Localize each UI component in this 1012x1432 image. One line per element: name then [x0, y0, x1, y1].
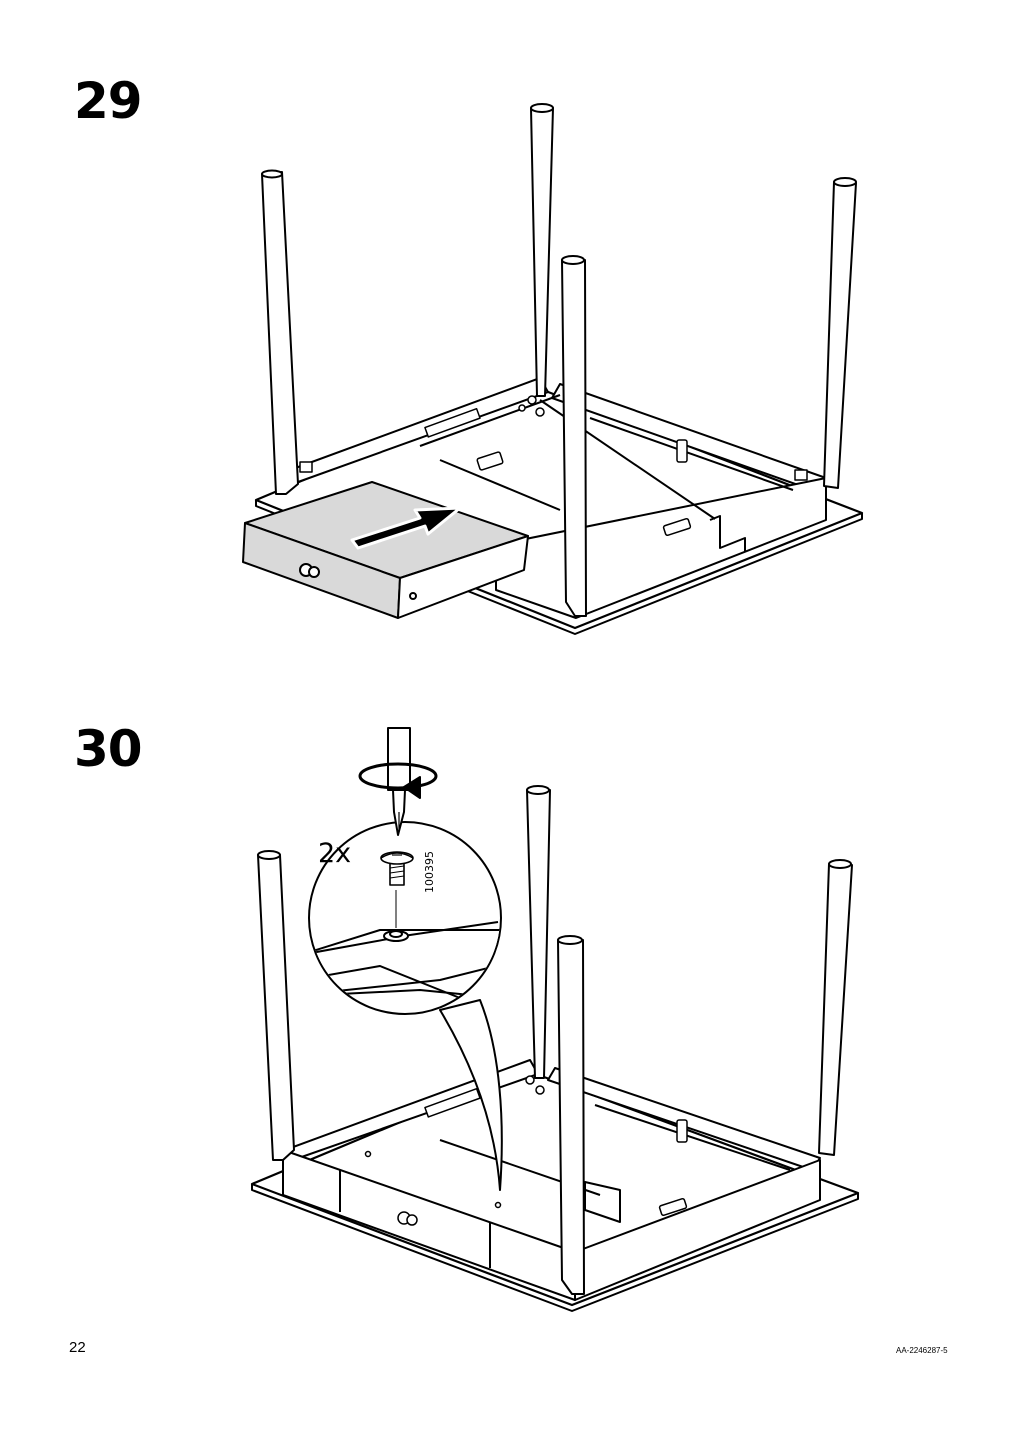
rotate-clockwise-icon — [358, 762, 438, 799]
arrow-icon — [350, 506, 462, 550]
screwdriver-icon — [387, 727, 411, 836]
screw-icon — [380, 851, 414, 886]
step-number-29: 29 — [74, 72, 143, 130]
hardware-fittings — [299, 395, 808, 537]
part-number: 100395 — [423, 851, 436, 893]
document-code: AA-2246287-5 — [896, 1346, 948, 1355]
apron-frame — [282, 1059, 821, 1301]
hardware-fittings — [364, 1075, 688, 1226]
quantity-label: 2x — [318, 838, 351, 869]
legs — [257, 785, 853, 1295]
detail-callout — [308, 821, 502, 1015]
step-number-30: 30 — [74, 720, 143, 778]
callout-pointer — [439, 999, 503, 1191]
tabletop — [250, 1068, 860, 1312]
legs — [261, 103, 857, 617]
page-number: 22 — [69, 1339, 86, 1356]
step-29-illustration — [242, 103, 864, 635]
